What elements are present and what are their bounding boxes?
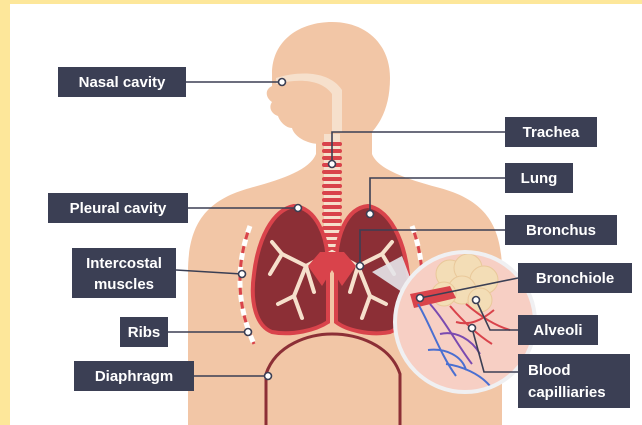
trachea-ring [322,198,342,202]
label-diaphragm-text: Diaphragm [95,368,173,385]
trachea-ring [322,219,342,223]
label-bronchiole: Bronchiole [518,263,632,293]
label-lung: Lung [505,163,573,193]
label-alveoli: Alveoli [518,315,598,345]
label-blood-capillaries-text-1: Blood [528,362,571,379]
label-intercostal-text-2: muscles [94,276,154,293]
label-bronchiole-text: Bronchiole [536,270,614,287]
label-intercostal-text-1: Intercostal [86,255,162,272]
label-lung-text: Lung [521,170,558,187]
label-trachea: Trachea [505,117,597,147]
label-ribs-text: Ribs [128,324,161,341]
trachea-ring [322,205,342,209]
label-pleural-cavity: Pleural cavity [48,193,188,223]
trachea-ring [322,177,342,181]
trachea-ring [322,226,342,230]
label-nasal-cavity: Nasal cavity [58,67,186,97]
trachea-ring [322,212,342,216]
label-blood-capillaries: Blood capilliaries [518,354,630,408]
label-nasal-cavity-text: Nasal cavity [79,74,166,91]
label-blood-capillaries-text-2: capilliaries [528,384,606,401]
label-bronchus-text: Bronchus [526,222,596,239]
diagram-canvas: Nasal cavity Trachea Lung Pleural cavity… [10,4,642,425]
respiratory-system-diagram: Nasal cavity Trachea Lung Pleural cavity… [10,4,642,425]
trachea-ring [322,191,342,195]
label-intercostal-muscles: Intercostal muscles [72,248,176,298]
label-diaphragm: Diaphragm [74,361,194,391]
label-pleural-cavity-text: Pleural cavity [70,200,167,217]
trachea-ring [322,170,342,174]
label-trachea-text: Trachea [523,124,580,141]
label-alveoli-text: Alveoli [533,322,582,339]
trachea-ring [322,184,342,188]
label-bronchus: Bronchus [505,215,617,245]
label-ribs: Ribs [120,317,168,347]
